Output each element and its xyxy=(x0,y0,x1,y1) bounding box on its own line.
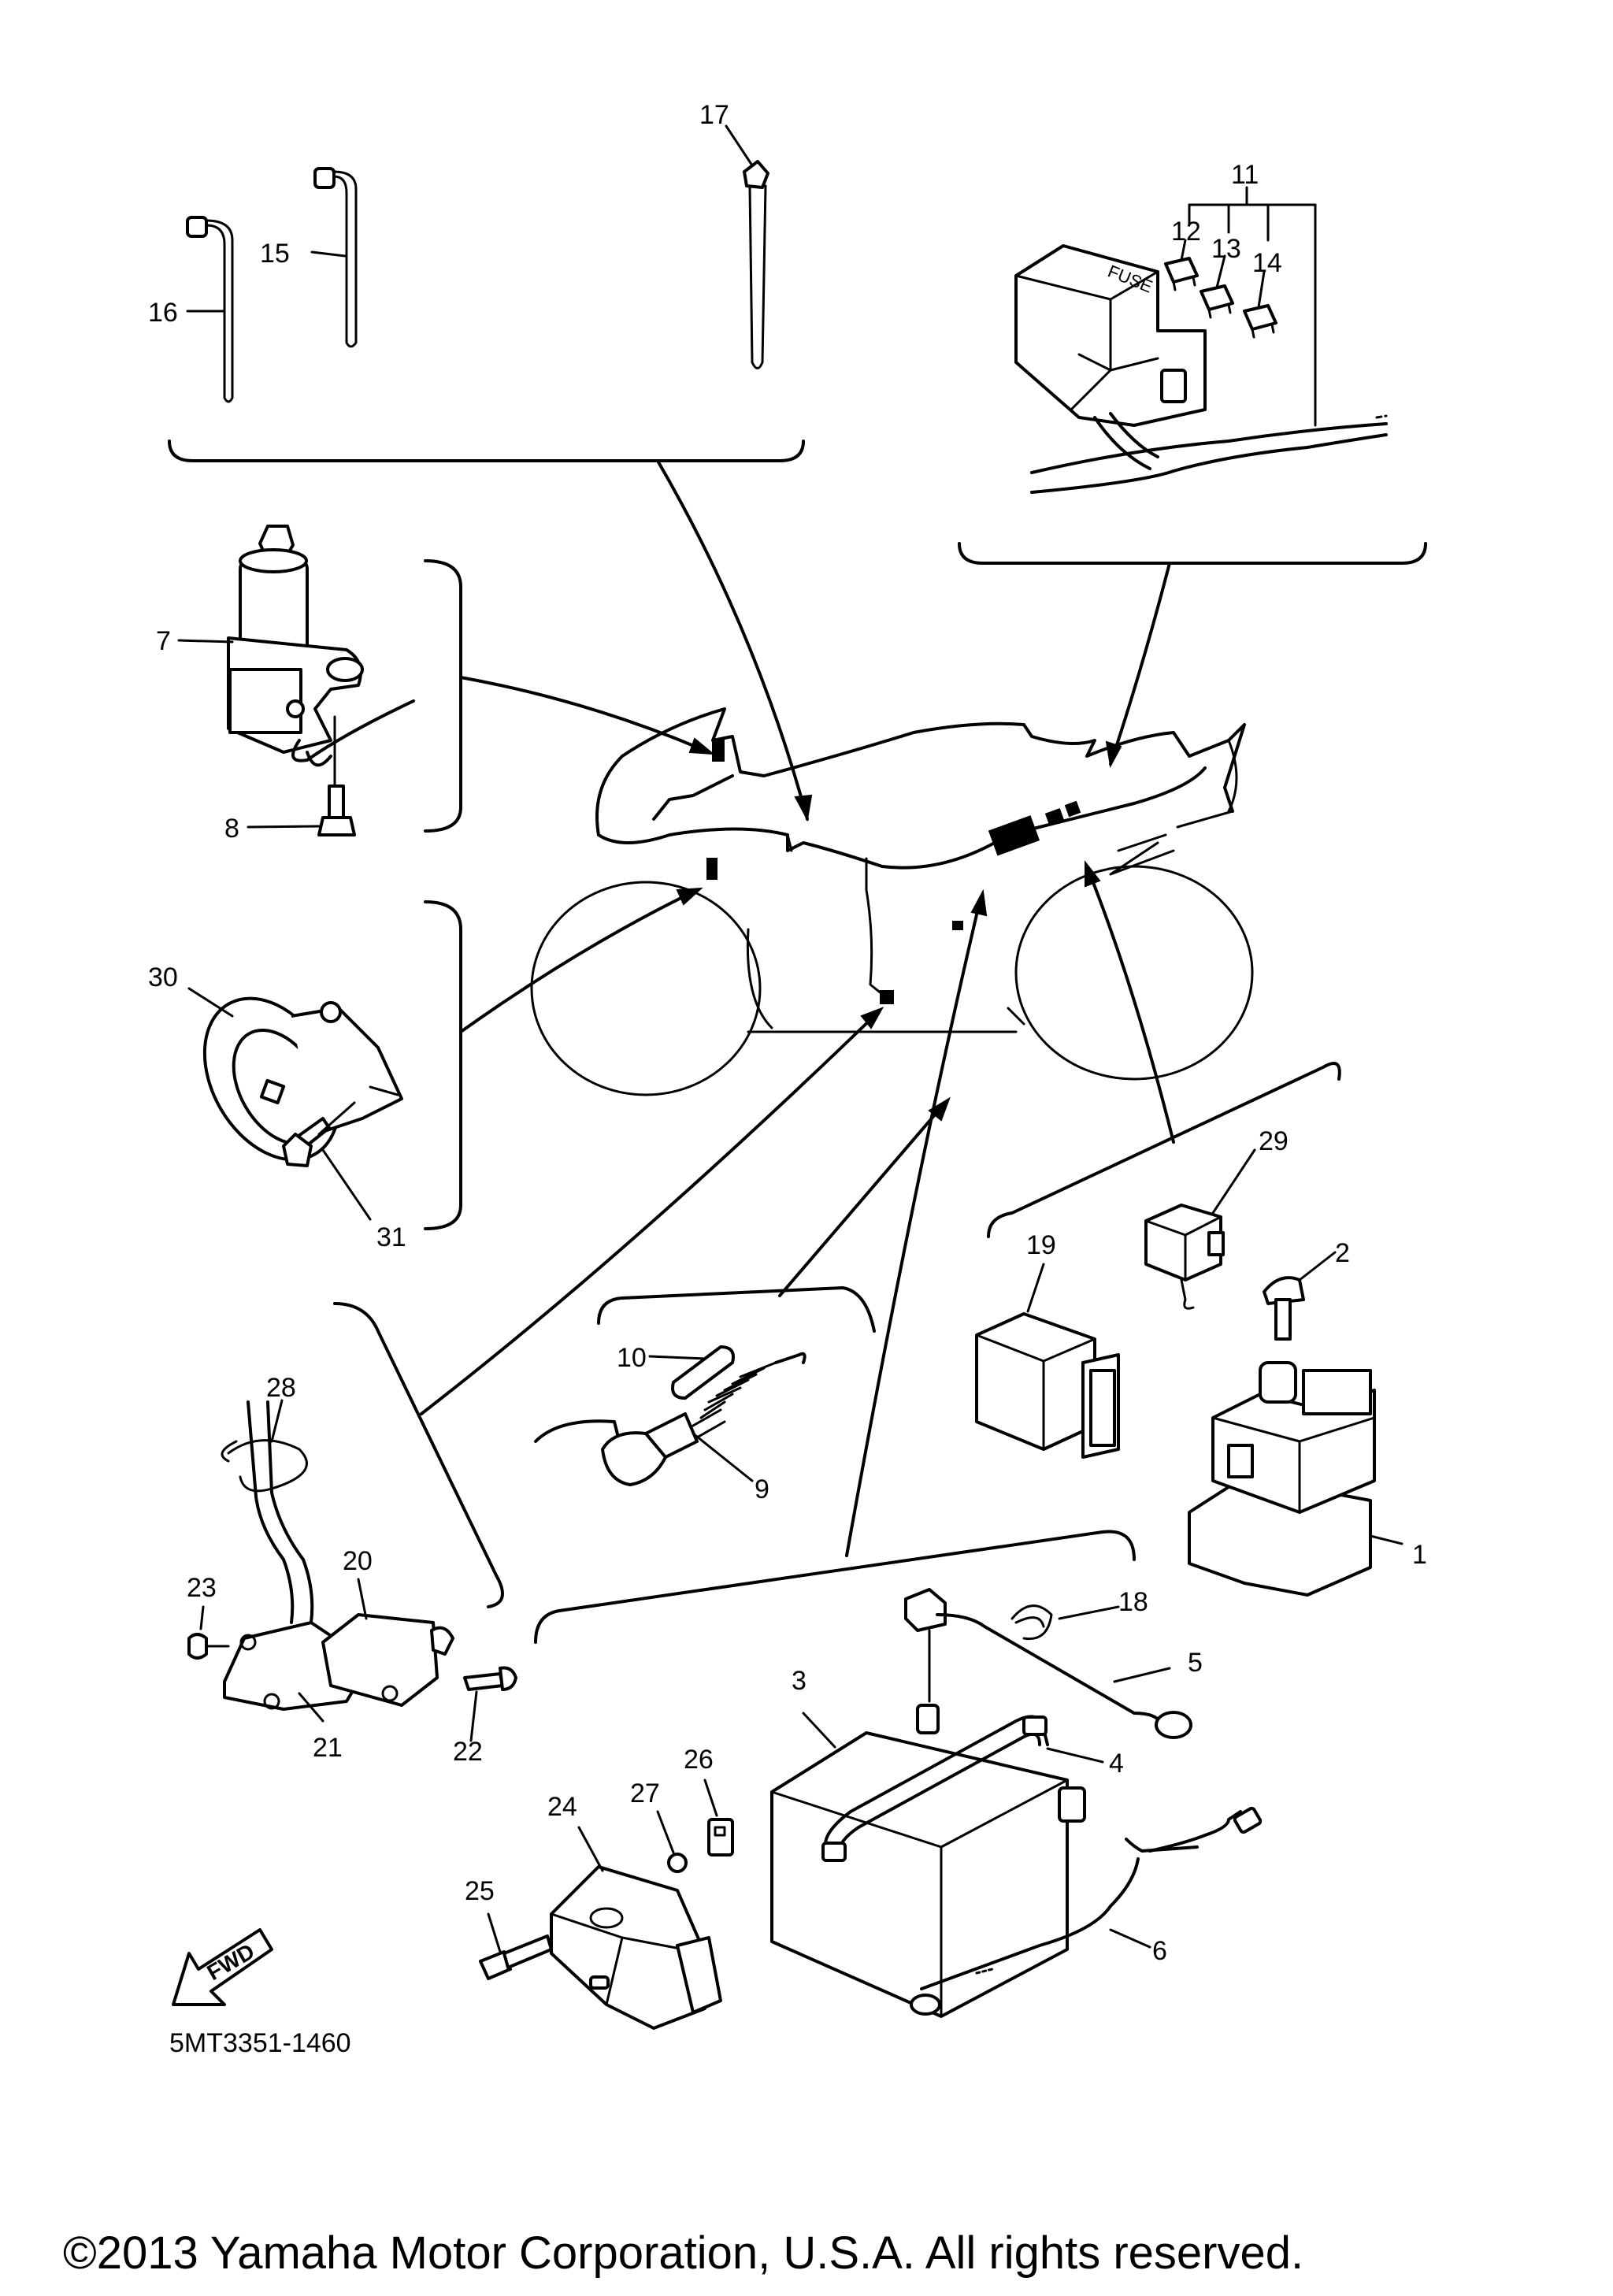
group-bracket xyxy=(168,440,805,462)
part-5-battery-lead xyxy=(904,1588,1192,1739)
part-24-rectifier-regulator xyxy=(550,1865,722,2030)
relay-group xyxy=(975,860,1403,1597)
callout-14: 14 xyxy=(1252,248,1282,278)
callout-28: 28 xyxy=(266,1373,296,1403)
callout-9: 9 xyxy=(755,1474,769,1504)
group-bracket xyxy=(333,1302,504,1608)
horn-group xyxy=(187,887,703,1230)
part-9-switch-lead xyxy=(534,1352,806,1486)
part-14-fuse xyxy=(1243,304,1277,339)
callout-labels: 1 2 3 4 5 6 7 8 9 10 11 12 13 14 15 16 1… xyxy=(148,100,1427,1966)
part-3-battery xyxy=(770,1704,1086,2018)
callout-18: 18 xyxy=(1118,1587,1148,1617)
callout-13: 13 xyxy=(1211,234,1241,264)
part-6-battery-lead xyxy=(910,1806,1263,2016)
pointer-sidestand-to-bike xyxy=(420,1011,880,1415)
part-10-sleeve xyxy=(671,1345,735,1400)
part-20-sidestand-switch xyxy=(321,1613,454,1707)
callout-29: 29 xyxy=(1259,1126,1289,1156)
callout-24: 24 xyxy=(547,1792,577,1822)
callout-22: 22 xyxy=(453,1737,483,1767)
group-bracket xyxy=(597,1286,876,1333)
group-bracket xyxy=(534,1530,1136,1644)
part-30-horn xyxy=(202,996,403,1162)
callout-15: 15 xyxy=(260,239,290,269)
callout-6: 6 xyxy=(1152,1936,1167,1966)
part-12-fuse xyxy=(1164,257,1199,291)
callout-26: 26 xyxy=(684,1745,714,1775)
pointer-battery-to-bike xyxy=(845,896,982,1557)
callout-23: 23 xyxy=(187,1573,217,1603)
group-bracket xyxy=(987,1062,1341,1238)
callout-7: 7 xyxy=(156,626,171,656)
part-28-clamp xyxy=(221,1400,314,1624)
callout-25: 25 xyxy=(465,1876,495,1906)
callout-30: 30 xyxy=(148,963,178,992)
callout-2: 2 xyxy=(1335,1238,1350,1268)
callout-20: 20 xyxy=(343,1546,373,1576)
pointer-switch-to-bike xyxy=(459,676,710,754)
callout-5: 5 xyxy=(1188,1648,1203,1678)
part-2-bolt xyxy=(1263,1276,1305,1341)
part-29-relay xyxy=(1144,1204,1225,1310)
callout-12: 12 xyxy=(1171,217,1201,247)
fuse-box-group: FUSE xyxy=(958,186,1427,769)
group-bracket xyxy=(958,542,1427,565)
part-15-cable-tie xyxy=(313,167,358,348)
callout-8: 8 xyxy=(224,814,239,844)
callout-3: 3 xyxy=(792,1666,806,1696)
neutral-switch-group xyxy=(534,1096,951,1486)
forward-arrow-icon: FWD xyxy=(172,1928,273,2006)
part-4-battery-band xyxy=(821,1715,1049,1862)
pointer-horn-to-bike xyxy=(459,888,699,1033)
callout-10: 10 xyxy=(617,1343,647,1373)
sidestand-switch-group xyxy=(187,1007,884,1742)
part-25-bolt xyxy=(479,1934,553,1980)
part-1-starter-relay xyxy=(1188,1361,1376,1597)
part-19-flasher-relay xyxy=(975,1312,1120,1459)
diagram-part-number: 5MT3351-1460 xyxy=(169,2028,351,2058)
callout-21: 21 xyxy=(313,1733,343,1763)
callout-4: 4 xyxy=(1109,1749,1124,1779)
main-switch-group xyxy=(177,525,716,836)
part-7-main-switch xyxy=(227,525,415,797)
callout-19: 19 xyxy=(1026,1230,1056,1260)
pointer-neutral-to-bike xyxy=(778,1101,947,1297)
callout-31: 31 xyxy=(376,1222,406,1252)
pointer-relay-to-bike xyxy=(1085,865,1175,1144)
motorcycle-outline xyxy=(530,707,1254,1096)
part-26-bracket xyxy=(707,1818,734,1856)
part-16-cable-tie xyxy=(186,216,234,403)
callout-16: 16 xyxy=(148,298,178,328)
callout-11: 11 xyxy=(1231,160,1259,190)
part-8-bolt xyxy=(317,784,356,836)
pointer-ties-to-bike xyxy=(656,459,809,821)
part-23-screw xyxy=(187,1633,230,1660)
part-11-fuse-box: FUSE xyxy=(1014,244,1207,470)
part-18-clamp xyxy=(1010,1604,1053,1641)
part-27-washer xyxy=(667,1853,688,1873)
part-13-fuse xyxy=(1200,284,1234,319)
group-bracket xyxy=(424,559,462,833)
pointer-fuse-to-bike xyxy=(1109,562,1171,766)
group-bracket xyxy=(424,900,462,1230)
part-31-bolt xyxy=(282,1117,331,1167)
callout-17: 17 xyxy=(699,100,729,130)
callout-27: 27 xyxy=(630,1779,660,1808)
callout-1: 1 xyxy=(1412,1540,1427,1570)
battery-group xyxy=(479,888,1263,2030)
part-17-cable-tie xyxy=(743,160,769,369)
copyright-notice: ©2013 Yamaha Motor Corporation, U.S.A. A… xyxy=(63,2227,1303,2279)
part-22-screw xyxy=(463,1666,517,1691)
